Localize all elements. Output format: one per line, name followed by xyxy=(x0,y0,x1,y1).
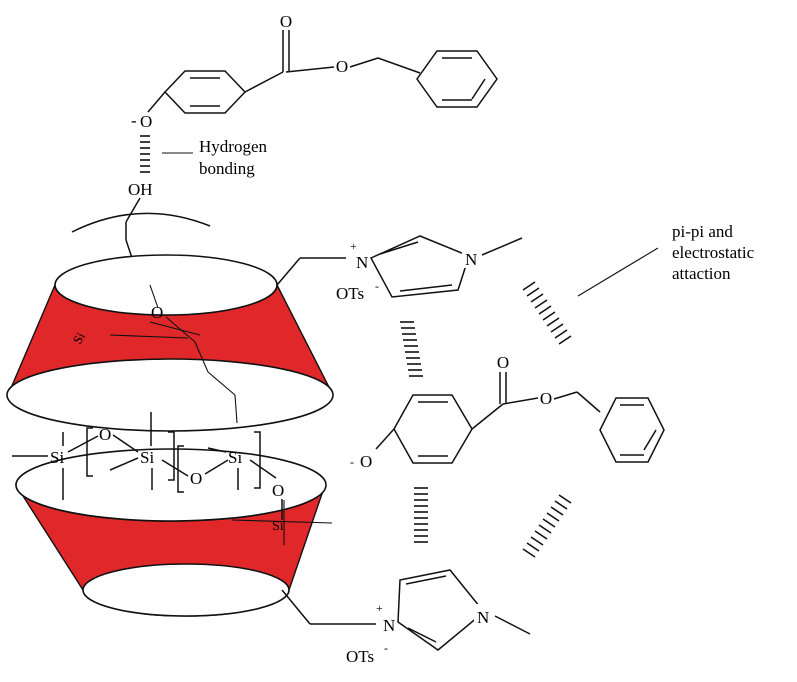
lower-ots-minus: - xyxy=(384,641,388,655)
bracket-left-1 xyxy=(86,427,93,477)
upper-imidazolium: N + N OTs - xyxy=(276,235,523,303)
si-atom-3: Si xyxy=(228,448,242,467)
lower-imid-n1: N xyxy=(383,616,395,635)
lower-imid-n3: N xyxy=(477,608,489,627)
pipi-label-1: pi-pi and xyxy=(672,222,733,241)
siloxane-backbone: Si O Si O Si O xyxy=(12,412,284,520)
top-benzoate-molecule: O O - O xyxy=(131,12,498,131)
si-oxygen-1: O xyxy=(99,425,111,444)
bracket-right-1 xyxy=(168,431,175,481)
lower-imidazolium: N + N OTs - xyxy=(281,569,531,666)
guest-benzyl-ring xyxy=(599,397,665,463)
upper-ots-minus: - xyxy=(375,279,379,293)
pipi-label-3: attaction xyxy=(672,264,731,283)
upper-imid-n3: N xyxy=(465,250,477,269)
lower-cyclodextrin: Si xyxy=(15,448,333,617)
hydroxyl-label: OH xyxy=(128,180,153,199)
upper-cone-bottom-rim xyxy=(6,358,334,432)
hydrogen-bond-hash xyxy=(140,135,150,173)
upper-ots: OTs xyxy=(336,284,364,303)
lower-imid-ring xyxy=(397,569,486,651)
si-oxygen-2: O xyxy=(190,469,202,488)
pipi-hash-lower-right xyxy=(522,494,572,558)
guest-phenoxide-oxygen: O xyxy=(360,452,372,471)
pipi-hash-lower-center xyxy=(414,487,428,543)
guest-ester-oxygen: O xyxy=(540,389,552,408)
cone-linker-oxygen: O xyxy=(151,303,163,322)
upper-imid-plus: + xyxy=(350,239,357,253)
guest-phenoxide-ring xyxy=(393,394,473,464)
upper-cone-top-rim xyxy=(54,254,278,316)
lower-ots: OTs xyxy=(346,647,374,666)
si-atom-2: Si xyxy=(140,448,154,467)
pipi-hash-upper-center xyxy=(400,321,423,377)
lower-imid-plus: + xyxy=(376,601,383,615)
bracket-right-2 xyxy=(254,431,261,489)
hydrogen-bonding-label-1: Hydrogen xyxy=(199,137,267,156)
guest-phenoxide-minus: - xyxy=(350,455,354,469)
upper-imid-n1: N xyxy=(356,253,368,272)
upper-cyclodextrin: O Si xyxy=(6,254,334,432)
faint-si-mark-lower: Si xyxy=(272,519,284,534)
top-phenoxide-minus: - xyxy=(131,111,137,130)
upper-imid-ring xyxy=(369,235,470,298)
pipi-label-2: electrostatic xyxy=(672,243,755,262)
lower-cone-top-rim xyxy=(15,448,327,522)
polymer-arc xyxy=(71,212,211,233)
guest-benzoate-molecule: O O - O xyxy=(350,353,665,471)
top-benzyl-ring xyxy=(416,50,498,108)
hydrogen-bonding-label-2: bonding xyxy=(199,159,255,178)
top-phenoxide-oxygen: O xyxy=(140,112,152,131)
lower-cone-bottom-rim xyxy=(82,563,290,617)
pipi-hash-upper-right xyxy=(522,281,572,345)
si-oxygen-3: O xyxy=(272,481,284,500)
top-carbonyl-oxygen: O xyxy=(280,12,292,31)
pipi-pointer xyxy=(577,247,659,297)
si-atom-1: Si xyxy=(50,448,64,467)
guest-carbonyl-oxygen: O xyxy=(497,353,509,372)
top-ester-oxygen: O xyxy=(336,57,348,76)
